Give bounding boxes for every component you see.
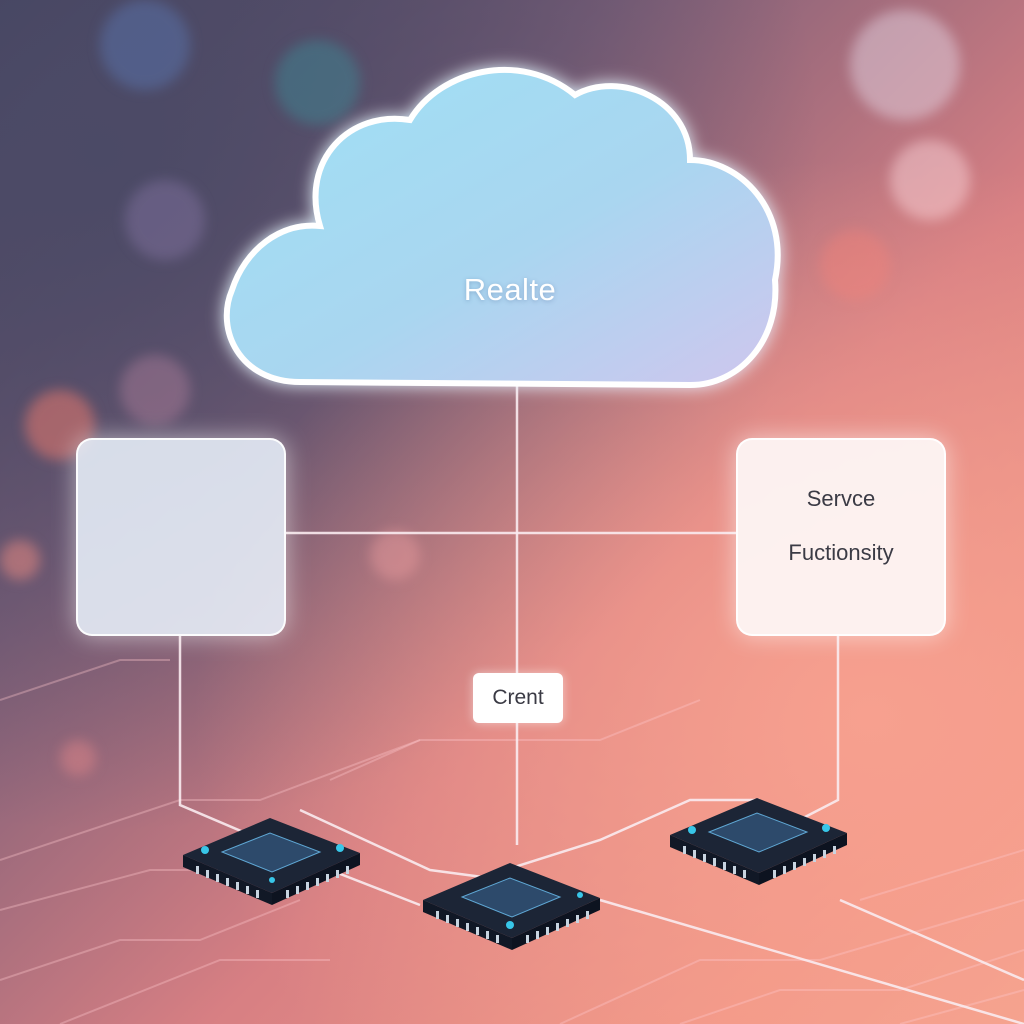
bokeh-light <box>0 540 40 580</box>
bokeh-light <box>370 530 420 580</box>
chip-right <box>670 798 847 885</box>
chip-center <box>423 863 600 950</box>
service-box-line-1: Servce <box>806 486 876 511</box>
cloud-label: Realte <box>463 272 557 307</box>
bokeh-light <box>125 180 205 260</box>
service-box: Servce Fuctionsity <box>736 438 946 636</box>
bokeh-light <box>275 40 360 125</box>
bokeh-light <box>60 740 96 776</box>
bokeh-light <box>100 0 190 90</box>
bokeh-light <box>120 355 190 425</box>
client-tag: Crent <box>473 673 563 723</box>
bokeh-light <box>890 140 970 220</box>
chip-left <box>183 818 360 905</box>
bokeh-light <box>820 230 890 300</box>
bokeh-light <box>850 10 960 120</box>
service-box-line-2: Fuctionsity <box>788 540 894 565</box>
left-panel-box <box>76 438 286 636</box>
